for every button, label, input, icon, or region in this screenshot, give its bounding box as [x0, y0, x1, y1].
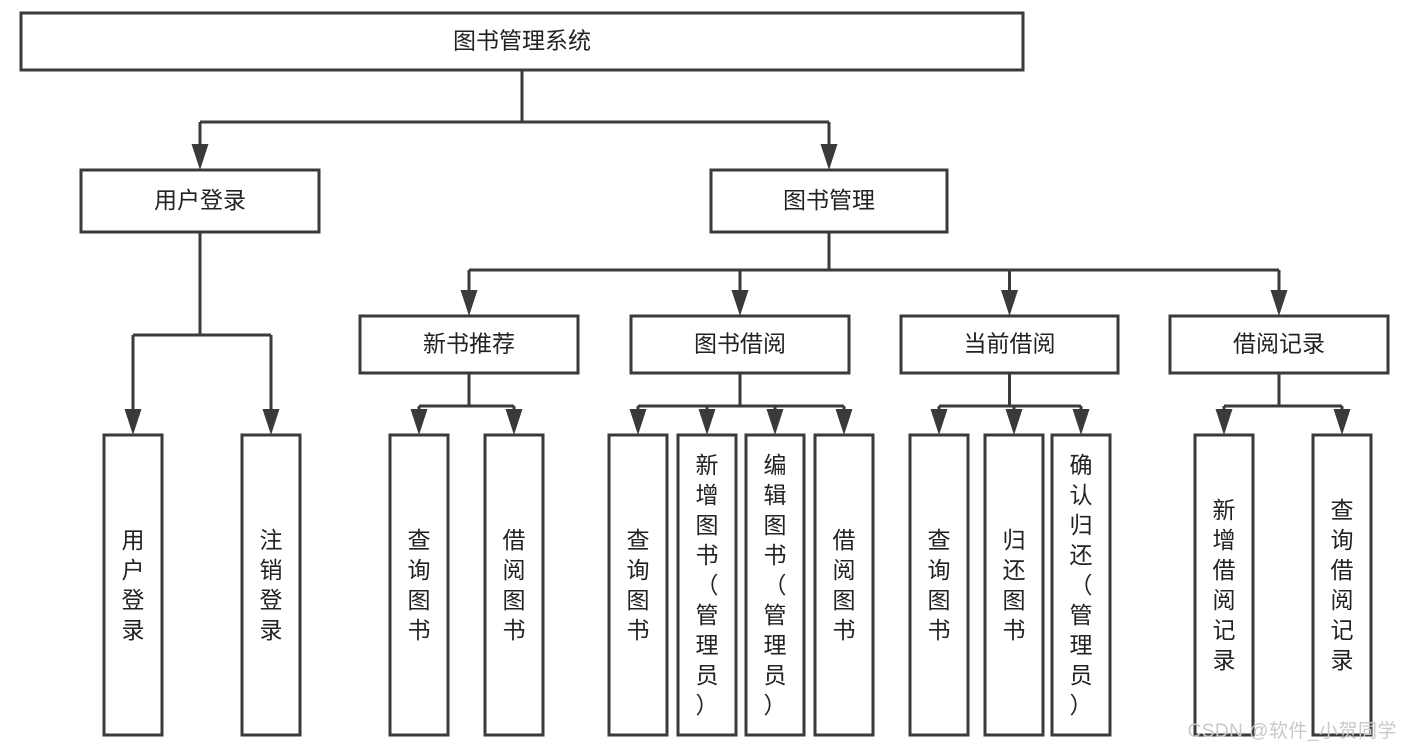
arrow-head [1270, 290, 1288, 316]
node-layer: 图书管理系统用户登录用户登录注销登录图书管理新书推荐查询图书借阅图书图书借阅查询… [19, 11, 1390, 737]
node-label: 借阅图书 [833, 527, 856, 643]
node-current-confirm-return[interactable]: 确认归还（管理员） [1050, 433, 1112, 737]
node-borrow-edit-book[interactable]: 编辑图书（管理员） [744, 433, 806, 737]
arrow-head [1001, 290, 1018, 316]
node-borrow-borrow-book[interactable]: 借阅图书 [813, 433, 875, 737]
arrow-head [766, 409, 784, 435]
node-current-query-book[interactable]: 查询图书 [908, 433, 970, 737]
arrow-head [629, 409, 647, 435]
arrow-head [262, 409, 280, 435]
node-label: 新书推荐 [423, 331, 515, 357]
node-current-borrow[interactable]: 当前借阅 [899, 314, 1120, 375]
node-label: 新增图书（管理员） [696, 452, 719, 718]
node-root[interactable]: 图书管理系统 [19, 11, 1025, 72]
node-user-login-leaf[interactable]: 用户登录 [102, 433, 164, 737]
node-label: 图书借阅 [694, 331, 786, 357]
node-label: 查询借阅记录 [1331, 497, 1354, 673]
arrow-head [191, 144, 209, 170]
arrow-head [460, 290, 478, 316]
node-label: 用户登录 [122, 527, 145, 643]
node-book-borrow[interactable]: 图书借阅 [629, 314, 851, 375]
node-user-login[interactable]: 用户登录 [79, 168, 321, 234]
node-label: 查询图书 [408, 527, 431, 643]
node-recommend-borrow-book[interactable]: 借阅图书 [483, 433, 545, 737]
node-new-book-recommend[interactable]: 新书推荐 [358, 314, 580, 375]
node-borrow-records[interactable]: 借阅记录 [1168, 314, 1390, 375]
node-query-borrow-record[interactable]: 查询借阅记录 [1311, 433, 1373, 737]
arrow-head [835, 409, 853, 435]
arrow-head [930, 409, 948, 435]
arrow-head [1072, 409, 1090, 435]
node-label: 用户登录 [154, 187, 246, 213]
node-label: 借阅记录 [1233, 331, 1325, 357]
arrow-head [124, 409, 142, 435]
node-label: 当前借阅 [964, 331, 1056, 357]
node-label: 归还图书 [1003, 527, 1026, 643]
node-label: 新增借阅记录 [1213, 497, 1236, 673]
node-label: 确认归还（管理员） [1070, 452, 1093, 718]
node-user-logout-leaf[interactable]: 注销登录 [240, 433, 302, 737]
node-borrow-query-book[interactable]: 查询图书 [607, 433, 669, 737]
node-label: 注销登录 [260, 527, 283, 643]
arrow-head [731, 290, 749, 316]
node-label: 编辑图书（管理员） [764, 452, 787, 718]
arrow-head [820, 144, 838, 170]
connector-layer [124, 70, 1351, 435]
node-recommend-query-book[interactable]: 查询图书 [388, 433, 450, 737]
node-label: 图书管理 [783, 187, 875, 213]
node-book-management[interactable]: 图书管理 [709, 168, 949, 234]
arrow-head [505, 409, 523, 435]
node-label: 借阅图书 [503, 527, 526, 643]
arrow-head [1333, 409, 1351, 435]
node-current-return-book[interactable]: 归还图书 [983, 433, 1045, 737]
node-add-borrow-record[interactable]: 新增借阅记录 [1193, 433, 1255, 737]
node-borrow-add-book[interactable]: 新增图书（管理员） [676, 433, 738, 737]
node-label: 查询图书 [928, 527, 951, 643]
node-label: 图书管理系统 [453, 28, 591, 54]
node-label: 查询图书 [627, 527, 650, 643]
arrow-head [1005, 409, 1023, 435]
arrow-head [698, 409, 716, 435]
arrow-head [410, 409, 428, 435]
arrow-head [1215, 409, 1233, 435]
